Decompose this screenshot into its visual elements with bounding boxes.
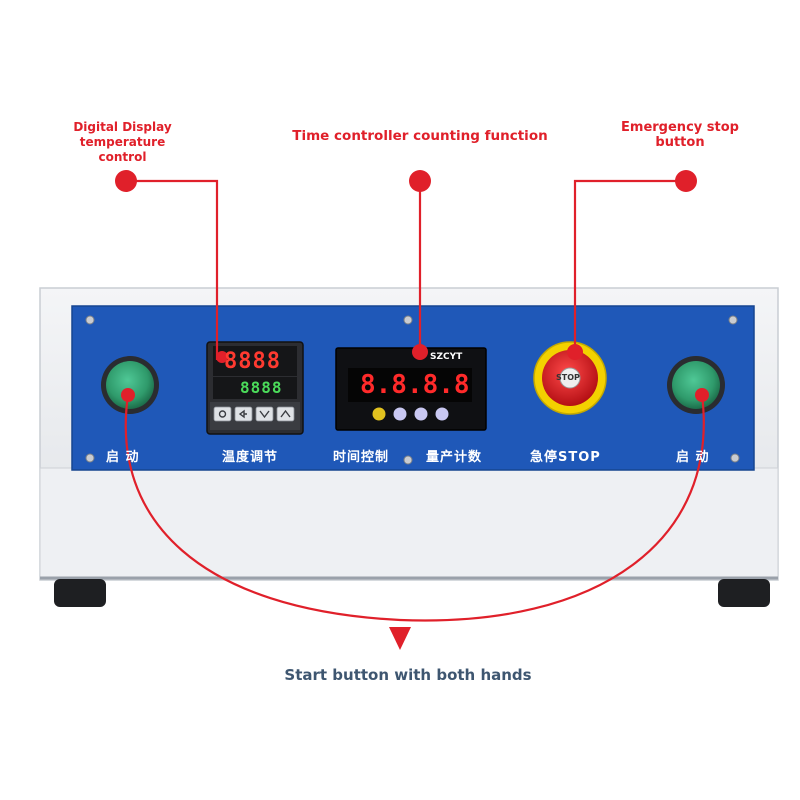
callout-time-controller: Time controller counting function <box>292 128 548 144</box>
start-button-right[interactable] <box>667 356 725 414</box>
temperature-controller <box>206 341 304 435</box>
callout-dots <box>115 170 709 402</box>
callout-emergency-stop: Emergency stop button <box>621 120 739 150</box>
start-button-left[interactable] <box>101 356 159 414</box>
left-foot <box>54 579 106 607</box>
temp-key-glyphs <box>218 409 291 419</box>
right-foot <box>718 579 770 607</box>
temp-sv-display: 8888 <box>240 378 283 397</box>
label-start-right: 启 动 <box>676 450 710 465</box>
label-count: 量产计数 <box>426 450 483 465</box>
timer-display: 8.8.8.8 <box>360 370 470 400</box>
panel-screws <box>85 315 740 465</box>
label-emergency-stop: 急停STOP <box>530 450 601 465</box>
temp-pv-display: 8888 <box>224 349 281 374</box>
emergency-stop-button[interactable] <box>533 341 607 415</box>
emergency-button-label: STOP <box>556 373 580 382</box>
callout-start-both-hands: Start button with both hands <box>284 666 532 684</box>
label-start-left: 启 动 <box>106 450 140 465</box>
time-controller-keys[interactable] <box>372 407 449 421</box>
control-panel <box>71 305 755 471</box>
callout-temp-control: Digital Display temperature control <box>73 120 172 164</box>
callout-leader-lines <box>124 179 705 622</box>
timer-brand-label: SZCYT <box>430 352 463 362</box>
callout-arrow-marker <box>389 627 411 650</box>
label-time-control: 时间控制 <box>333 450 390 465</box>
label-temp-adjust: 温度调节 <box>222 450 279 465</box>
time-controller <box>335 347 487 431</box>
